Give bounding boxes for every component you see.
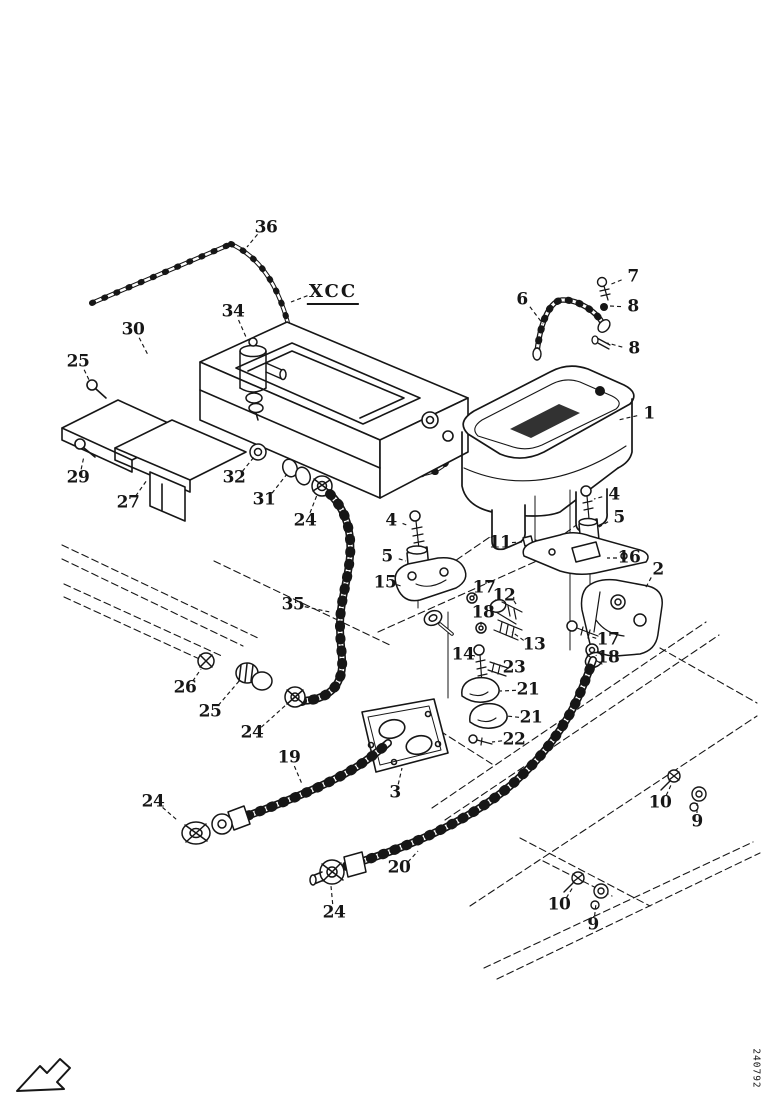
callout-17: 17 xyxy=(596,629,620,650)
callout-4: 4 xyxy=(385,510,397,531)
callout-8: 8 xyxy=(627,296,639,317)
callout-14: 14 xyxy=(451,644,475,665)
callout-13: 13 xyxy=(522,634,546,655)
bracket-assembly-drawing xyxy=(61,321,469,522)
callout-24: 24 xyxy=(322,902,346,923)
callout-1: 1 xyxy=(643,403,655,424)
callout-25: 25 xyxy=(198,701,222,722)
callout-xcc: XCC xyxy=(306,283,360,305)
tube-drawing xyxy=(532,276,611,361)
callout-20: 20 xyxy=(387,857,411,878)
callout-10: 10 xyxy=(648,792,672,813)
callout-21: 21 xyxy=(519,707,543,728)
callout-23: 23 xyxy=(502,657,526,678)
callout-36: 36 xyxy=(254,217,278,238)
callout-8: 8 xyxy=(628,338,640,359)
callout-2: 2 xyxy=(652,559,664,580)
callout-7: 7 xyxy=(627,266,639,287)
callout-32: 32 xyxy=(222,467,246,488)
callout-5: 5 xyxy=(613,507,625,528)
callout-18: 18 xyxy=(596,647,620,668)
callout-35: 35 xyxy=(281,594,305,615)
callout-3: 3 xyxy=(389,782,401,803)
callout-17: 17 xyxy=(472,577,496,598)
callout-19: 19 xyxy=(277,747,301,768)
callout-5: 5 xyxy=(381,546,393,567)
callout-29: 29 xyxy=(66,467,90,488)
callout-25: 25 xyxy=(66,351,90,372)
hoses-drawing xyxy=(181,489,598,886)
callout-24: 24 xyxy=(240,722,264,743)
callout-21: 21 xyxy=(516,679,540,700)
callout-15: 15 xyxy=(373,572,397,593)
callout-24: 24 xyxy=(141,791,165,812)
callout-26: 26 xyxy=(173,677,197,698)
callout-18: 18 xyxy=(471,602,495,623)
callout-30: 30 xyxy=(121,319,145,340)
callout-27: 27 xyxy=(116,492,140,513)
doc-number: 240792 xyxy=(750,1048,762,1089)
center-assembly-drawing xyxy=(394,485,663,746)
callout-12: 12 xyxy=(492,585,516,606)
callout-9: 9 xyxy=(691,811,703,832)
valve-drawing xyxy=(239,337,287,421)
callout-22: 22 xyxy=(502,729,526,750)
direction-arrow-icon xyxy=(16,1058,71,1092)
oil-cooler-drawing xyxy=(461,365,635,551)
callout-16: 16 xyxy=(617,547,641,568)
callout-9: 9 xyxy=(587,914,599,935)
fastener-sets-drawing xyxy=(563,769,707,910)
callout-24: 24 xyxy=(293,510,317,531)
callout-10: 10 xyxy=(547,894,571,915)
callout-6: 6 xyxy=(516,289,528,310)
callout-34: 34 xyxy=(221,301,245,322)
callout-4: 4 xyxy=(608,484,620,505)
callout-31: 31 xyxy=(252,489,276,510)
callout-11: 11 xyxy=(488,532,512,553)
